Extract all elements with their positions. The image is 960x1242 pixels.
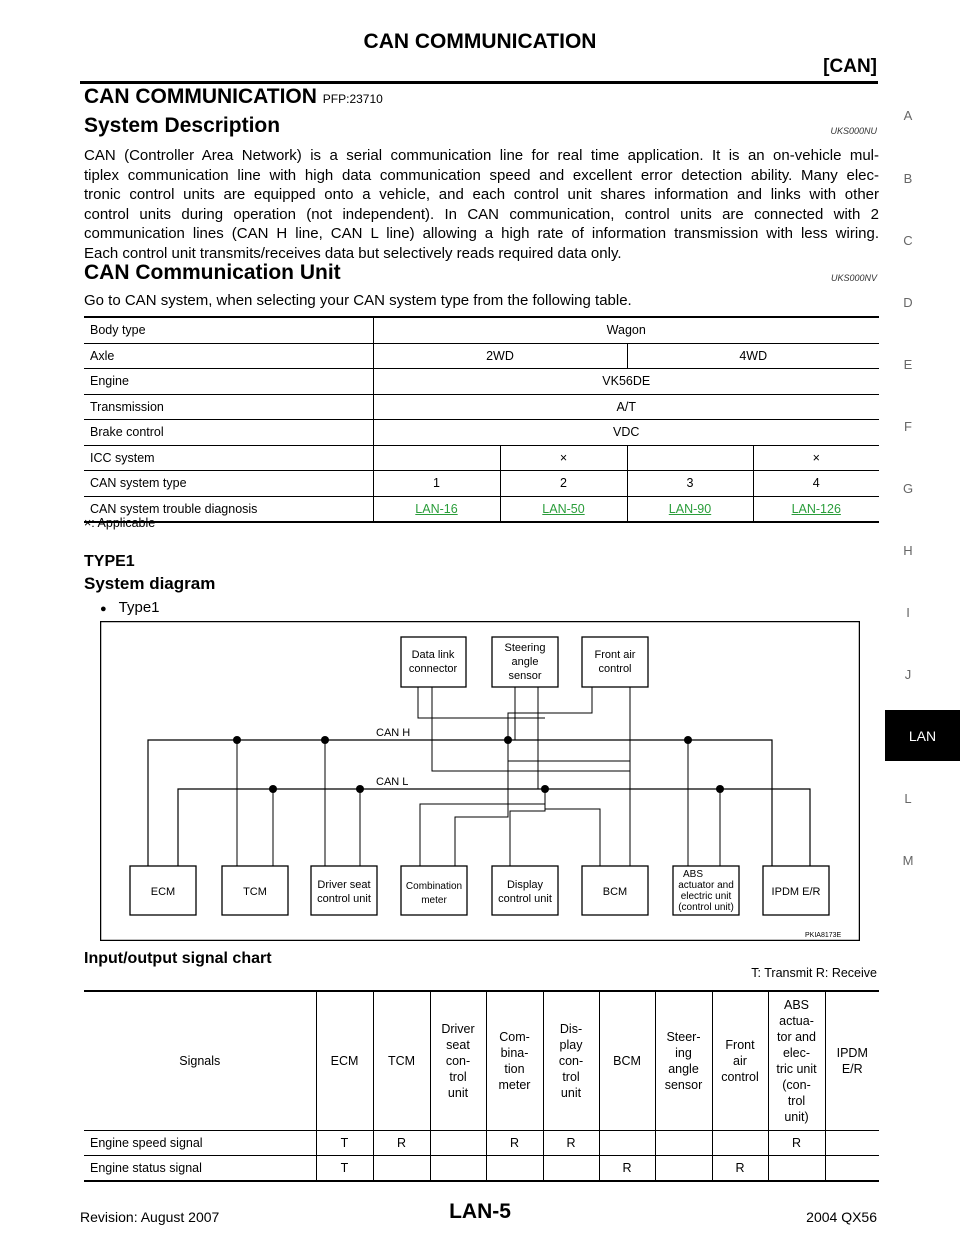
col-front-air: Front air control — [711, 990, 768, 1131]
side-index-b[interactable]: B — [903, 171, 913, 186]
side-index-g[interactable]: G — [902, 481, 914, 496]
table-row: CAN system trouble diagnosis LAN-16 LAN-… — [84, 496, 879, 523]
type1-bullet: ●Type1 — [100, 599, 160, 616]
svg-text:sensor: sensor — [508, 670, 541, 682]
side-index-e[interactable]: E — [903, 357, 913, 372]
svg-text:Combination: Combination — [406, 881, 462, 892]
col-combination-meter: Com- bina- tion meter — [485, 990, 543, 1131]
svg-text:Front air: Front air — [595, 649, 636, 661]
svg-text:BCM: BCM — [603, 886, 627, 898]
system-description-heading: System Description — [84, 114, 281, 137]
type1-heading: TYPE1 — [84, 553, 135, 570]
side-index-a[interactable]: A — [903, 108, 913, 123]
system-description-code: UKS000NU — [830, 126, 877, 136]
page-header-title: CAN COMMUNICATION — [363, 30, 597, 53]
side-index-d[interactable]: D — [903, 295, 913, 310]
io-signal-table: Signals ECM TCM Driver seat con- trol un… — [84, 990, 879, 1182]
svg-text:(control unit): (control unit) — [678, 902, 734, 913]
col-display-control: Dis- play con- trol unit — [542, 990, 599, 1131]
system-diagram-heading: System diagram — [84, 574, 216, 593]
bullet-icon: ● — [100, 603, 107, 615]
side-index-i[interactable]: I — [906, 605, 910, 620]
side-index-f[interactable]: F — [904, 419, 912, 434]
svg-text:IPDM E/R: IPDM E/R — [772, 886, 821, 898]
col-ecm: ECM — [315, 990, 373, 1131]
svg-text:electric unit: electric unit — [681, 891, 732, 902]
col-driver-seat: Driver seat con- trol unit — [429, 990, 486, 1131]
side-index-c[interactable]: C — [903, 233, 913, 248]
col-bcm: BCM — [598, 990, 655, 1131]
svg-text:actuator and: actuator and — [678, 880, 734, 891]
link-lan-126[interactable]: LAN-126 — [752, 496, 879, 523]
link-lan-16[interactable]: LAN-16 — [372, 496, 500, 523]
svg-text:TCM: TCM — [243, 886, 267, 898]
side-index-j[interactable]: J — [904, 667, 912, 682]
can-h-label: CAN H — [376, 727, 410, 739]
link-lan-50[interactable]: LAN-50 — [499, 496, 627, 523]
svg-text:ECM: ECM — [151, 886, 175, 898]
col-ipdm: IPDM E/R — [824, 990, 879, 1131]
can-unit-heading: CAN Communication Unit — [84, 261, 341, 284]
footer-revision: Revision: August 2007 — [80, 1209, 220, 1225]
applicable-note: ×: Applicable — [84, 516, 156, 530]
svg-text:ABS: ABS — [683, 869, 703, 880]
section-code: PFP:23710 — [322, 92, 383, 106]
system-description-text: CAN (Controller Area Network) is a seria… — [84, 147, 879, 262]
footer-page-number: LAN-5 — [449, 1200, 511, 1223]
header-rule — [80, 81, 878, 84]
section-title: CAN COMMUNICATION PFP:23710 — [84, 85, 383, 108]
table-row: ICC system × × — [84, 445, 879, 471]
svg-text:Driver seat: Driver seat — [317, 879, 370, 891]
diagram-code: PKIA8173E — [805, 932, 842, 939]
col-abs: ABS actua- tor and elec- tric unit (con-… — [767, 990, 825, 1131]
svg-text:control: control — [598, 663, 631, 675]
table-row: Engine status signal T R R — [84, 1155, 879, 1182]
svg-text:Data link: Data link — [412, 649, 455, 661]
side-index-m[interactable]: M — [902, 853, 914, 868]
can-unit-code: UKS000NV — [830, 273, 877, 283]
svg-text:Steering: Steering — [505, 642, 546, 654]
side-index-l[interactable]: L — [904, 791, 912, 806]
table-header-row: Signals ECM TCM Driver seat con- trol un… — [84, 990, 879, 1131]
col-signals: Signals — [84, 990, 316, 1131]
page-header-section: [CAN] — [823, 56, 877, 77]
col-steering-angle: Steer- ing angle sensor — [654, 990, 712, 1131]
can-l-label: CAN L — [376, 776, 408, 788]
svg-text:Display: Display — [507, 879, 544, 891]
svg-text:angle: angle — [512, 656, 539, 668]
footer-model: 2004 QX56 — [806, 1209, 877, 1225]
svg-text:control unit: control unit — [498, 893, 552, 905]
svg-text:connector: connector — [409, 663, 458, 675]
svg-text:meter: meter — [421, 895, 447, 906]
col-tcm: TCM — [372, 990, 430, 1131]
side-index-lan-tab[interactable]: LAN — [885, 710, 960, 761]
svg-text:control unit: control unit — [317, 893, 371, 905]
link-lan-90[interactable]: LAN-90 — [626, 496, 753, 523]
side-index-h[interactable]: H — [903, 543, 913, 558]
can-system-diagram: CAN H CAN L Data link connector Steering… — [100, 621, 860, 941]
io-chart-heading: Input/output signal chart — [84, 950, 272, 967]
can-unit-intro: Go to CAN system, when selecting your CA… — [84, 292, 632, 309]
io-chart-legend: T: Transmit R: Receive — [751, 966, 877, 980]
